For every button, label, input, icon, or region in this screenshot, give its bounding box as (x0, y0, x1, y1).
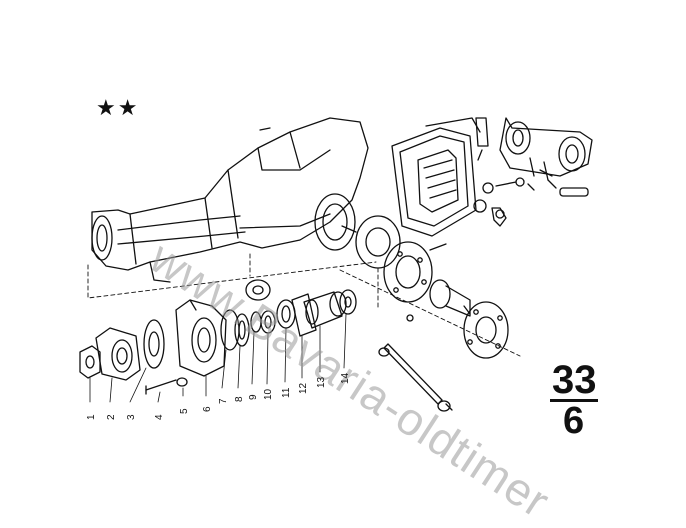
differential-housing (91, 117, 369, 283)
part-5-washer (176, 377, 188, 387)
callout-7: 7 (218, 398, 229, 404)
callout-leaders (89, 313, 347, 403)
part-2-flange (95, 327, 141, 381)
output-flange (406, 279, 509, 359)
callout-4: 4 (154, 414, 165, 420)
callout-2: 2 (106, 414, 117, 420)
callout-12: 12 (298, 382, 309, 394)
rear-cover (391, 117, 481, 237)
pinion-parts-row (79, 279, 357, 395)
part-10-spacer (260, 310, 276, 334)
part-3-seal (143, 319, 165, 369)
mount-bushing (245, 279, 271, 301)
part-6-housing (175, 299, 227, 377)
part-1-nut (79, 345, 101, 379)
part-4-bolt (145, 379, 177, 395)
long-bolt (378, 343, 453, 412)
exploded-view-drawing (79, 117, 593, 412)
callout-5: 5 (179, 408, 190, 414)
group-number-rule (550, 399, 598, 402)
stars-mark: ★★ (96, 96, 140, 121)
callout-11: 11 (281, 387, 292, 398)
callout-14: 14 (340, 372, 351, 384)
part-8-ring (234, 313, 250, 347)
part-14-cap (339, 289, 357, 315)
assembly-guide-lines (87, 253, 521, 357)
cover-bolts (473, 177, 535, 227)
callout-1: 1 (86, 414, 97, 420)
callout-10: 10 (263, 388, 274, 400)
diagram-stage (79, 117, 593, 412)
rubber-mount-bracket (475, 117, 593, 197)
callout-6: 6 (202, 406, 213, 412)
callout-8: 8 (234, 396, 245, 402)
part-13-sleeve (303, 291, 347, 329)
callout-3: 3 (126, 414, 137, 420)
group-number-bottom: 6 (563, 400, 585, 442)
callout-13: 13 (316, 376, 327, 388)
callout-9: 9 (248, 394, 259, 400)
group-number-top: 33 (552, 358, 597, 402)
